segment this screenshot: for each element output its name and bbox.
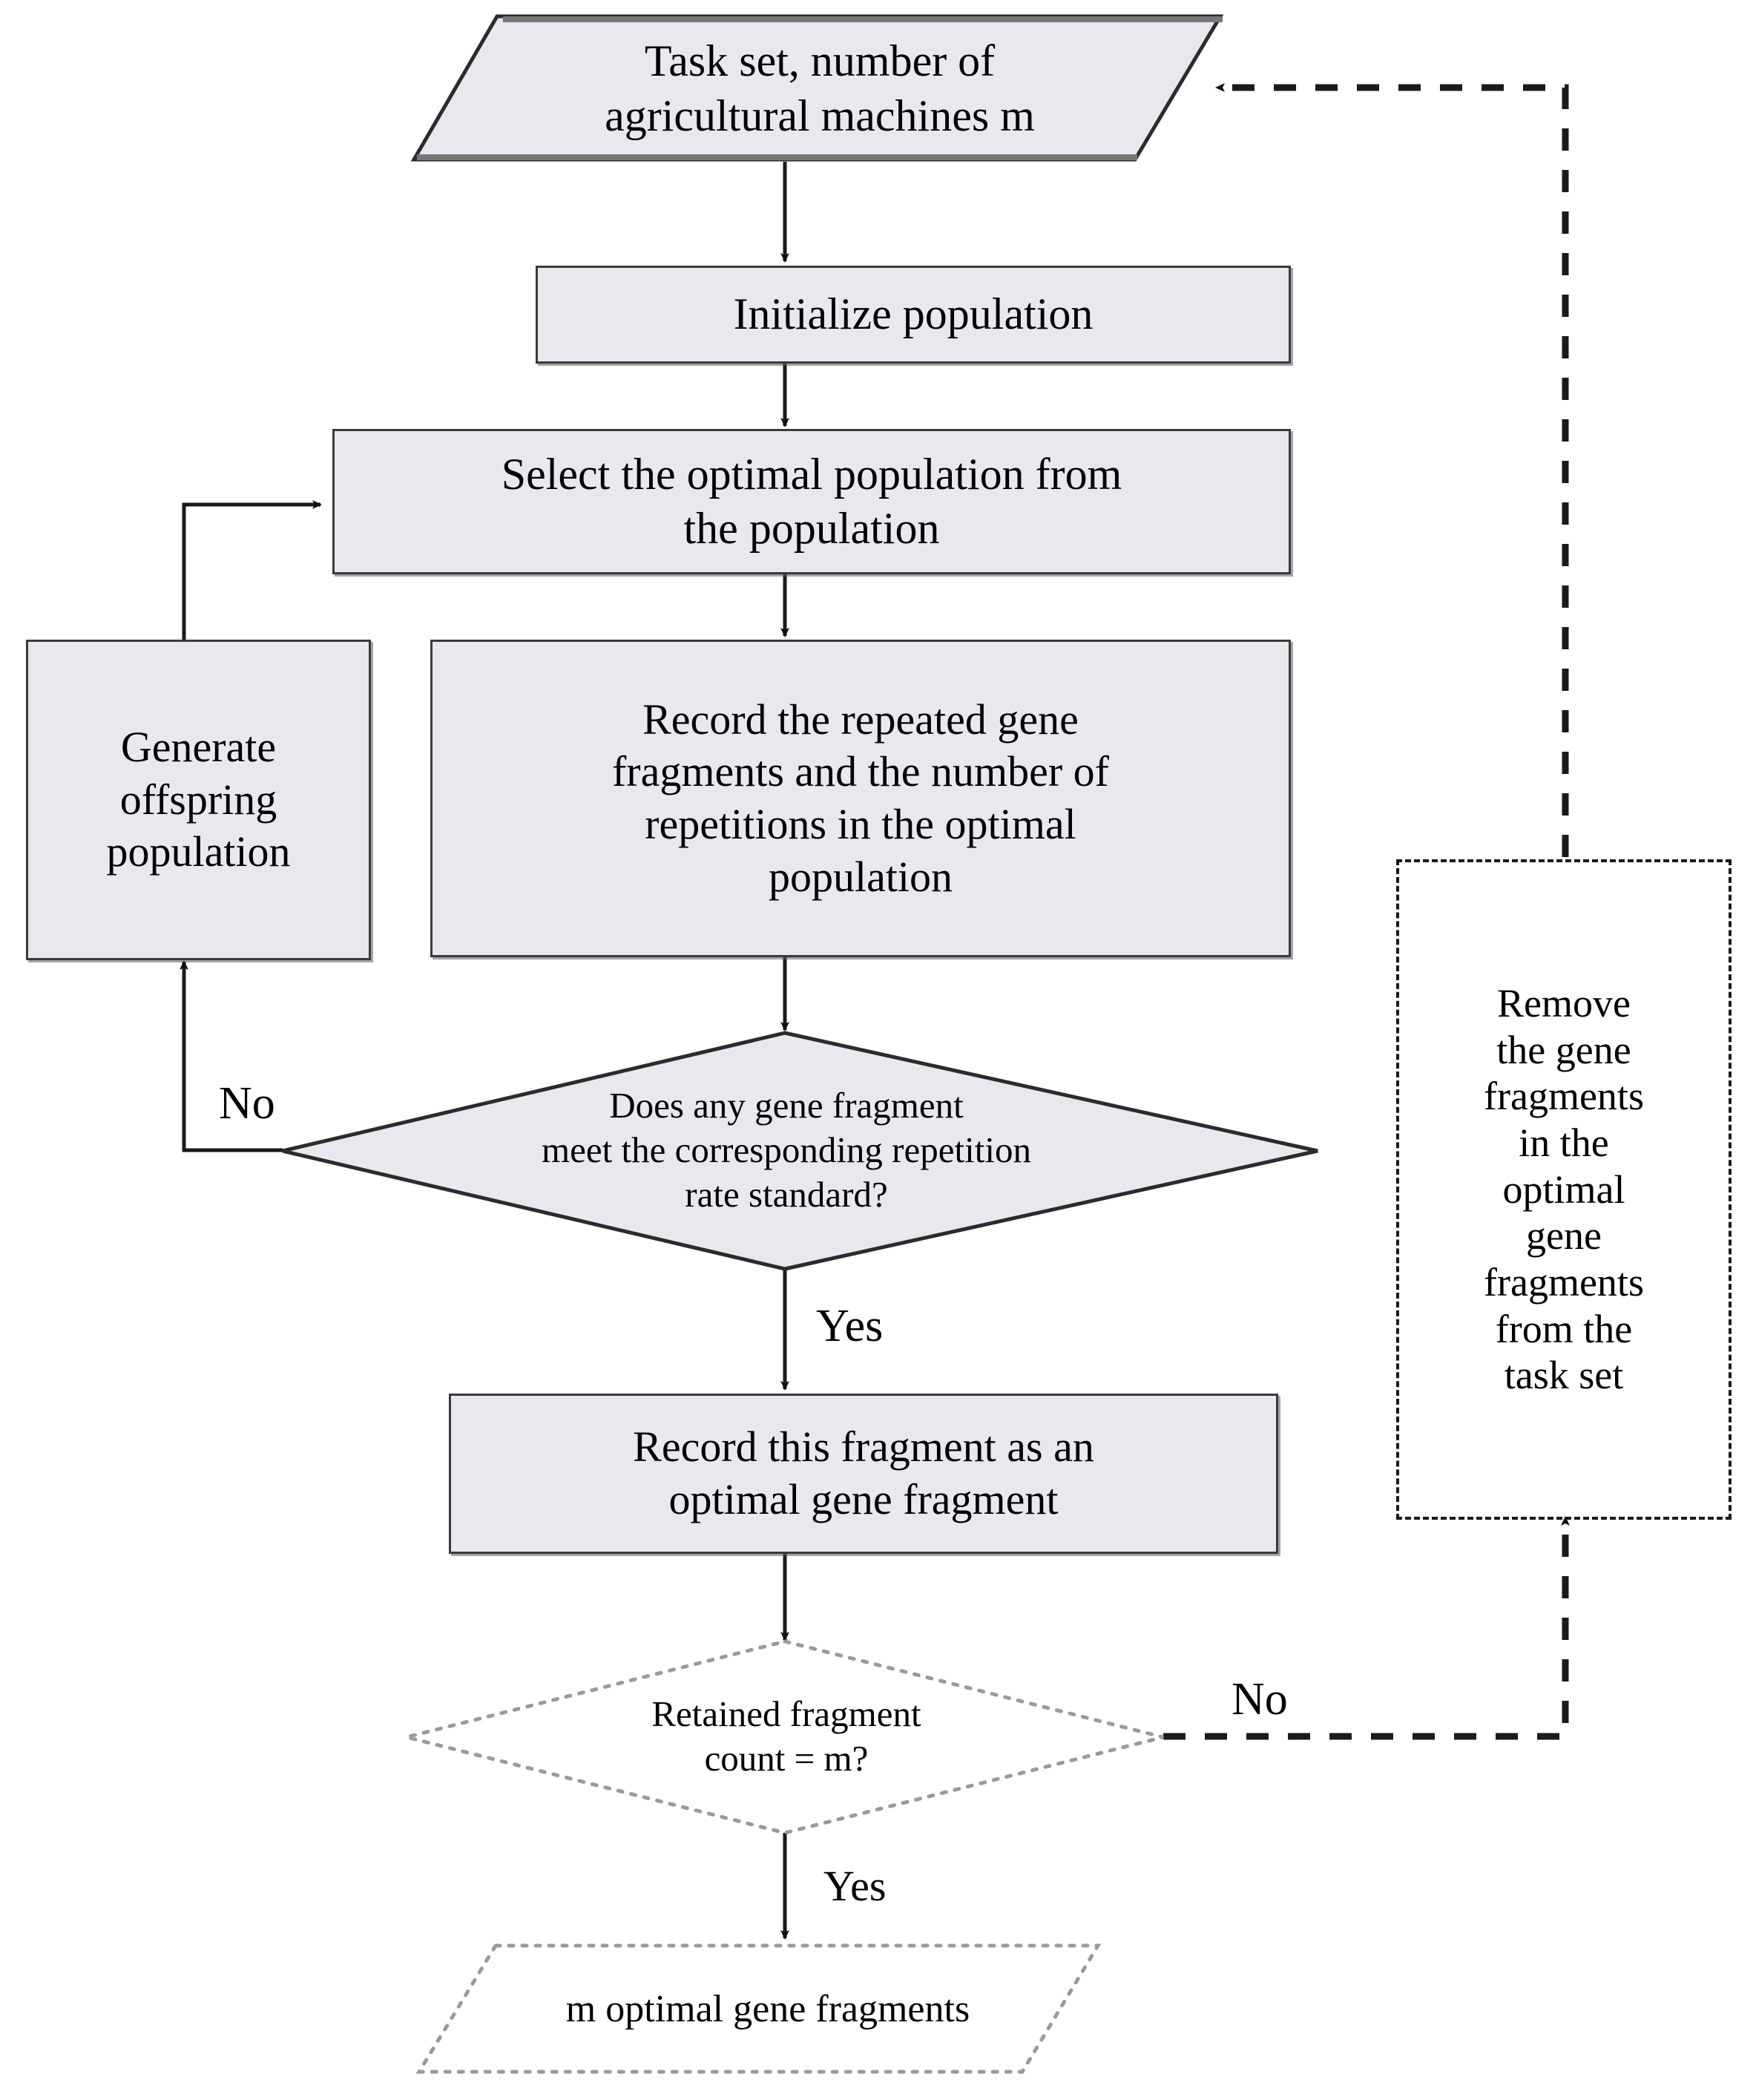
initialize-population-node[interactable]: Initialize population bbox=[536, 266, 1291, 364]
decision2-diamond-outline bbox=[406, 1639, 1164, 1835]
input-parallelogram-outline bbox=[410, 14, 1224, 162]
select-optimal-population-label: Select the optimal population from the p… bbox=[501, 449, 1122, 553]
edge-decision2-no-to-remove bbox=[1163, 1516, 1570, 1740]
output-parallelogram-outline bbox=[415, 1943, 1102, 2074]
decision2-yes-label: Yes bbox=[823, 1862, 887, 1910]
record-repeated-fragments-node[interactable]: Record the repeated gene fragments and t… bbox=[430, 640, 1291, 957]
edge-remove-to-input bbox=[1215, 83, 1569, 857]
decision1-yes-label: Yes bbox=[816, 1301, 884, 1351]
remove-fragments-node[interactable]: Remove the gene fragments in the optimal… bbox=[1396, 859, 1732, 1520]
generate-offspring-node[interactable]: Generate offspring population bbox=[26, 640, 371, 960]
decision1-no-label: No bbox=[219, 1078, 275, 1129]
edge-decision1-no-to-generate bbox=[180, 960, 283, 1152]
decision1-diamond-outline bbox=[282, 1031, 1318, 1271]
record-optimal-fragment-node[interactable]: Record this fragment as an optimal gene … bbox=[449, 1394, 1278, 1554]
generate-offspring-label: Generate offspring population bbox=[106, 722, 291, 876]
remove-fragments-label: Remove the gene fragments in the optimal… bbox=[1484, 981, 1644, 1398]
initialize-population-label: Initialize population bbox=[733, 289, 1094, 339]
record-optimal-fragment-label: Record this fragment as an optimal gene … bbox=[633, 1423, 1094, 1523]
record-repeated-fragments-label: Record the repeated gene fragments and t… bbox=[611, 695, 1109, 901]
decision2-no-label: No bbox=[1231, 1674, 1288, 1725]
edge-generate-to-select bbox=[182, 500, 322, 640]
select-optimal-population-node[interactable]: Select the optimal population from the p… bbox=[332, 429, 1291, 574]
